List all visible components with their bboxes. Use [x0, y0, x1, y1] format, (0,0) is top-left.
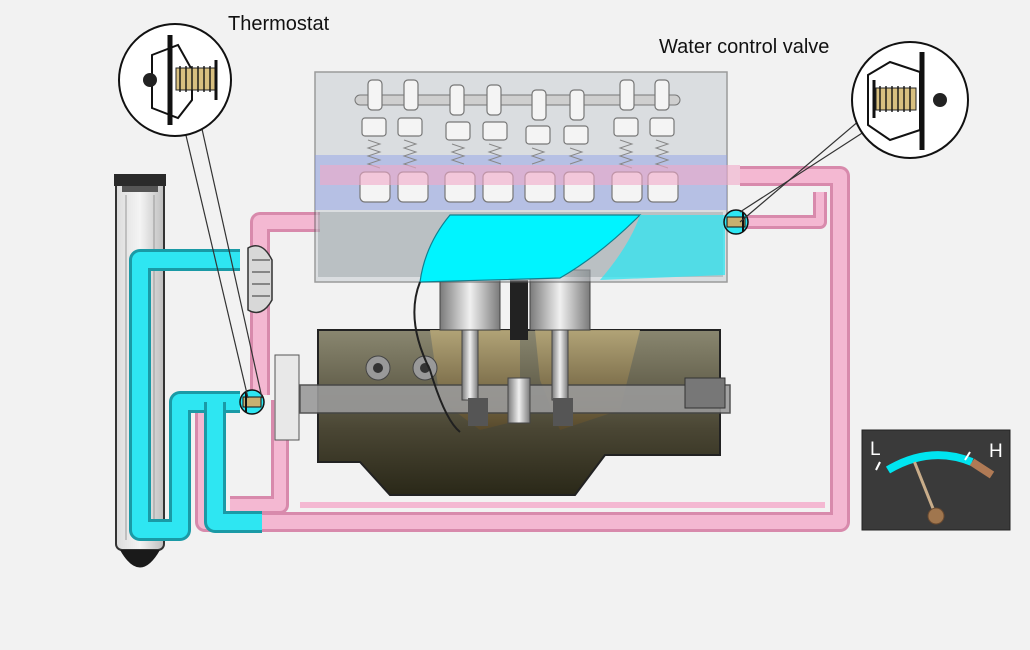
water-control-valve-callout: [739, 41, 969, 223]
thermostat-callout: [118, 23, 263, 399]
gauge-low-label: L: [870, 439, 881, 460]
gauge-high-label: H: [989, 441, 1003, 462]
cold-coolant-loop: [129, 249, 262, 541]
gauge-hub: [927, 507, 945, 525]
gauge-needle: [913, 461, 938, 517]
thermostat-valve: [239, 389, 265, 415]
thermostat-label: Thermostat: [228, 13, 330, 35]
water-control-valve: [723, 209, 749, 235]
water-control-valve-label: Water control valve: [659, 36, 830, 58]
temperature-gauge: L H: [861, 429, 1011, 531]
engine: [247, 71, 740, 496]
water-pump: [247, 245, 273, 314]
